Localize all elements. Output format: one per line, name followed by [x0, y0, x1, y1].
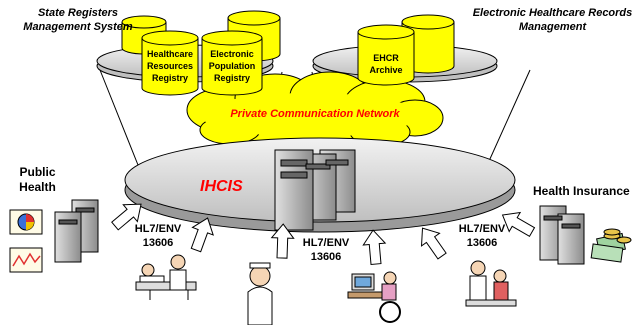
pie-chart-icon	[9, 209, 43, 235]
db-line: Population	[208, 61, 256, 71]
money-icon	[590, 228, 632, 263]
computer-user-icon	[347, 271, 401, 323]
electronic-population-label: Electronic Population Registry	[202, 48, 262, 84]
hl7-label-right: HL7/ENV 13606	[452, 222, 512, 250]
server-icon	[54, 199, 99, 263]
ehcr-archive-db	[357, 24, 415, 86]
db-line: Resources	[146, 61, 194, 71]
db-line: Archive	[369, 65, 403, 75]
db-line: Healthcare	[146, 49, 194, 59]
private-network-cloud-fill	[200, 93, 420, 137]
ehcr-archive-label: EHCR Archive	[358, 52, 414, 76]
healthcare-resources-label: Healthcare Resources Registry	[142, 48, 198, 84]
en-text: 13606	[142, 237, 174, 249]
db-line: Registry	[151, 73, 188, 83]
hl7-label-center: HL7/ENV 13606	[296, 236, 356, 264]
en-text: 13606	[310, 251, 342, 263]
server-icon	[274, 149, 356, 231]
ihcis-label: IHCIS	[200, 178, 243, 195]
healthcare-resources-db	[141, 30, 199, 96]
patient-doctor-icon	[135, 254, 197, 300]
ehr-management-label: Electronic Healthcare Records Management	[472, 7, 633, 33]
arrow-icon	[270, 223, 295, 259]
doctor-child-icon	[465, 260, 517, 307]
db-line: EHCR	[373, 53, 399, 63]
line-chart-icon	[9, 247, 43, 273]
db-line: Electronic	[210, 49, 254, 59]
arrow-icon	[111, 203, 142, 231]
arrow-icon	[190, 217, 214, 253]
server-icon	[539, 205, 585, 265]
database-icon	[401, 14, 455, 74]
private-network-label: Private Communication Network	[230, 108, 400, 120]
health-insurance-label: Health Insurance	[533, 184, 630, 198]
arrow-icon	[362, 229, 387, 265]
en-text: 13606	[466, 237, 498, 249]
arrow-icon	[420, 227, 447, 260]
db-line: Registry	[213, 73, 250, 83]
state-registers-label: State Registers Management System	[23, 7, 133, 33]
hl7-text: HL7/ENV	[458, 223, 506, 235]
hl7-text: HL7/ENV	[302, 237, 350, 249]
nurse-icon	[247, 262, 273, 325]
hl7-label-left: HL7/ENV 13606	[128, 222, 188, 250]
arrow-icon	[501, 211, 536, 238]
electronic-population-db	[201, 30, 263, 96]
hl7-text: HL7/ENV	[134, 223, 182, 235]
public-health-label: Public Health	[19, 165, 56, 194]
